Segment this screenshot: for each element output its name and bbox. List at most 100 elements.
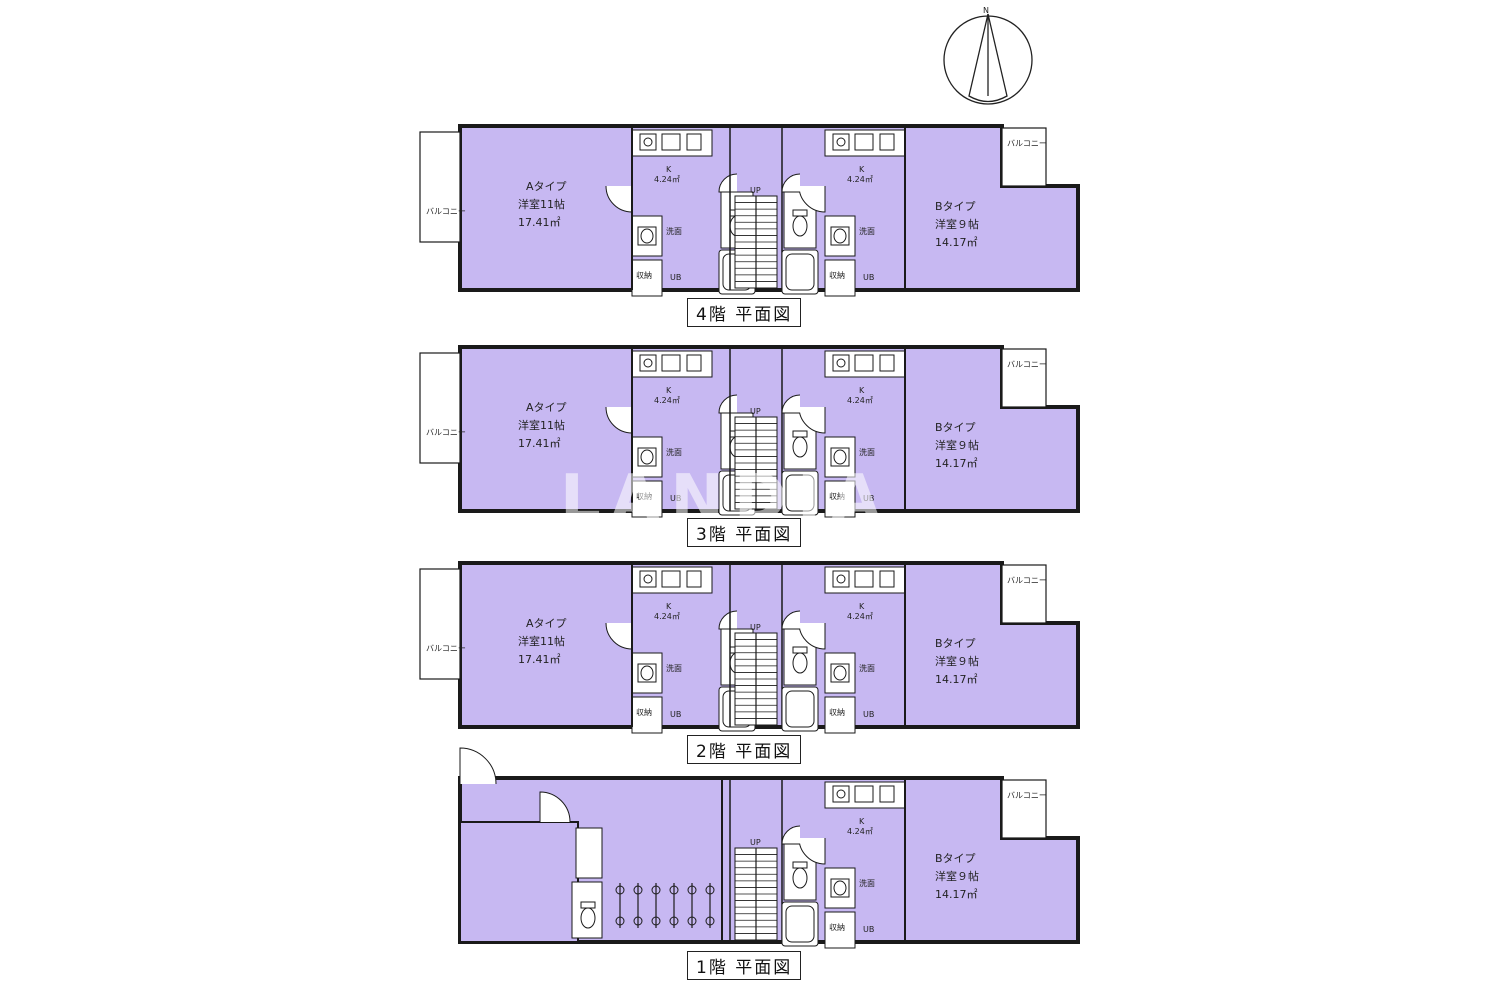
- stair-up-label: UP: [750, 186, 761, 195]
- balcony-a: [419, 568, 461, 680]
- ps-shaft: [879, 354, 895, 372]
- balcony-a-label: バルコニー: [426, 428, 466, 437]
- kitchen-sink: [854, 133, 874, 151]
- unit-b-room: 洋室９帖: [935, 217, 979, 231]
- kitchen-sink: [661, 354, 681, 372]
- toilet: [792, 646, 808, 674]
- ub-label: UB: [863, 710, 874, 719]
- unit-b-room: 洋室９帖: [935, 654, 979, 668]
- storage-label: 収納: [829, 270, 845, 280]
- balcony-b: [1001, 348, 1047, 408]
- wash-label: 洗面: [859, 226, 875, 236]
- balcony-a: [419, 352, 461, 464]
- bathtub: [781, 901, 819, 947]
- unit-a-room: 洋室11帖: [518, 418, 565, 432]
- entrance-hall: [459, 821, 579, 943]
- stove: [832, 133, 850, 151]
- toilet: [580, 901, 596, 929]
- kitchen-sink: [854, 570, 874, 588]
- bicycle: [687, 883, 697, 928]
- utility: [575, 827, 603, 879]
- wash-basin: [830, 226, 850, 246]
- wash-basin: [830, 878, 850, 898]
- wash-basin: [637, 226, 657, 246]
- wash-label: 洗面: [666, 447, 682, 457]
- ground-common: [459, 747, 715, 943]
- ub-label: UB: [670, 710, 681, 719]
- balcony-a-label: バルコニー: [426, 207, 466, 216]
- storage-label: 収納: [636, 491, 652, 501]
- staircase: UP: [734, 838, 778, 941]
- wash-basin: [637, 447, 657, 467]
- kitchen-label: K: [859, 386, 865, 395]
- kitchen-area-label: 4.24㎡: [847, 827, 873, 836]
- ub-label: UB: [863, 925, 874, 934]
- kitchen-label: K: [859, 602, 865, 611]
- ps-shaft: [686, 354, 702, 372]
- bicycle: [651, 883, 661, 928]
- storage-label: 収納: [636, 707, 652, 717]
- unit-b-area: 14.17㎡: [935, 457, 978, 470]
- toilet: [792, 861, 808, 889]
- stair-up-label: UP: [750, 407, 761, 416]
- stove: [639, 354, 657, 372]
- unit-a-type: Aタイプ: [526, 617, 567, 630]
- ps-shaft: [686, 133, 702, 151]
- staircase: UP: [734, 186, 778, 289]
- door-swing: [781, 610, 801, 630]
- ub-label: UB: [670, 273, 681, 282]
- wash-basin: [830, 663, 850, 683]
- kitchen-area-label: 4.24㎡: [654, 396, 680, 405]
- storage-closet: [631, 259, 663, 297]
- unit-a-area: 17.41㎡: [518, 653, 561, 666]
- ps-shaft: [879, 785, 895, 803]
- balcony-b-label: バルコニー: [1007, 576, 1047, 585]
- stove: [639, 570, 657, 588]
- kitchen-sink: [854, 785, 874, 803]
- unit-a-room: 洋室11帖: [518, 634, 565, 648]
- door-swing: [781, 394, 801, 414]
- bicycle: [633, 883, 643, 928]
- ps-shaft: [686, 570, 702, 588]
- wash-label: 洗面: [666, 226, 682, 236]
- unit-b-room: 洋室９帖: [935, 438, 979, 452]
- storage-closet: [824, 696, 856, 734]
- wash-label: 洗面: [666, 663, 682, 673]
- kitchen-label: K: [666, 386, 672, 395]
- storage-closet: [824, 259, 856, 297]
- bathtub: [781, 249, 819, 295]
- kitchen-label: K: [666, 165, 672, 174]
- unit-a-area: 17.41㎡: [518, 437, 561, 450]
- floor-caption-2f: 2階 平面図: [687, 735, 802, 764]
- bathtub: [781, 470, 819, 516]
- door-swing: [781, 173, 801, 193]
- storage-closet: [824, 480, 856, 518]
- kitchen-area-label: 4.24㎡: [654, 612, 680, 621]
- door-swing: [718, 173, 738, 193]
- wash-basin: [830, 447, 850, 467]
- bicycle: [705, 883, 715, 928]
- bathtub: [781, 686, 819, 732]
- kitchen-sink: [854, 354, 874, 372]
- door-swing: [459, 747, 497, 785]
- door-swing: [781, 825, 801, 845]
- unit-b-area: 14.17㎡: [935, 673, 978, 686]
- stair-up-label: UP: [750, 623, 761, 632]
- balcony-b: [1001, 564, 1047, 624]
- kitchen-area-label: 4.24㎡: [654, 175, 680, 184]
- kitchen-label: K: [859, 817, 865, 826]
- kitchen-area-label: 4.24㎡: [847, 396, 873, 405]
- kitchen-label: K: [666, 602, 672, 611]
- stair-up-label: UP: [750, 838, 761, 847]
- unit-a-type: Aタイプ: [526, 180, 567, 193]
- balcony-b-label: バルコニー: [1007, 360, 1047, 369]
- unit-b-area: 14.17㎡: [935, 236, 978, 249]
- wash-label: 洗面: [859, 878, 875, 888]
- balcony-a: [419, 131, 461, 243]
- ub-label: UB: [670, 494, 681, 503]
- unit-a-type: Aタイプ: [526, 401, 567, 414]
